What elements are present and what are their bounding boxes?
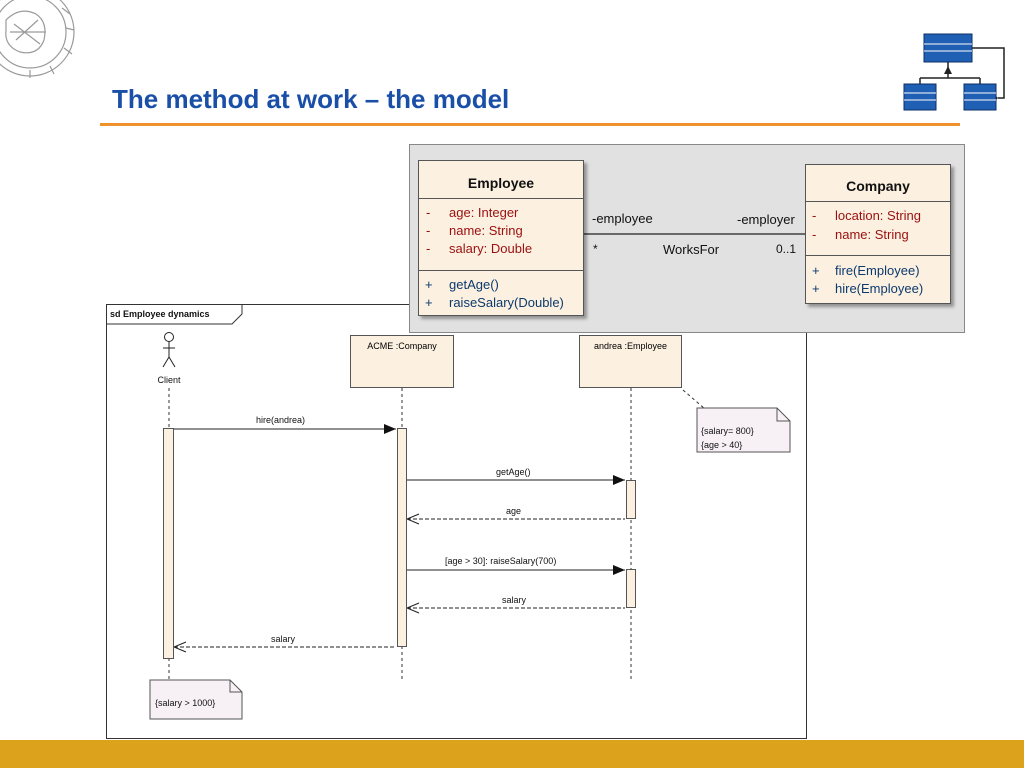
company-operation-visibility: +: [812, 281, 820, 296]
company-attribute: name: String: [835, 227, 909, 242]
salary-return-employee-label: salary: [502, 595, 527, 605]
employee-class-name: Employee: [467, 175, 535, 191]
hire-message-arrowhead: [384, 424, 396, 434]
employee-attribute: name: String: [449, 223, 523, 238]
salary-return-client-label: salary: [271, 634, 296, 644]
employee-note-salary: {salary= 800}: [701, 426, 754, 436]
sequence-diagram-frame: [106, 304, 807, 739]
client-note-shape: [149, 679, 243, 720]
client-actor-icon: [162, 332, 176, 368]
sequence-frame-label: sd Employee dynamics: [110, 309, 210, 319]
client-actor-label: Client: [157, 375, 181, 385]
association-left-multiplicity: *: [593, 242, 598, 256]
company-operation: fire(Employee): [835, 263, 920, 278]
employee-note-age: {age > 40}: [701, 440, 743, 450]
employee-activation-bar-raisesalary: [626, 569, 636, 608]
company-lifeline-head: ACME :Company: [350, 335, 454, 388]
university-seal-logo: [0, 0, 75, 78]
company-activation-bar: [397, 428, 407, 647]
employee-operation-visibility: +: [425, 277, 433, 292]
association-right-role: -employer: [737, 212, 795, 227]
company-class-box: Company - location: String - name: Strin…: [805, 164, 951, 304]
hire-message-label: hire(andrea): [256, 415, 306, 425]
getage-message-label: getAge(): [496, 467, 531, 477]
employee-note-connector: [682, 389, 706, 410]
employee-attribute: age: Integer: [449, 205, 519, 220]
age-return-arrowhead: [405, 513, 420, 525]
company-attribute-visibility: -: [812, 208, 817, 223]
association-left-role: -employee: [592, 211, 653, 226]
title-underline: [100, 123, 960, 126]
footer-bar: [0, 740, 1024, 768]
employee-attribute-visibility: -: [426, 241, 431, 256]
company-class-name: Company: [846, 178, 910, 194]
employee-lifeline-head: andrea :Employee: [579, 335, 682, 388]
class-hierarchy-icon: [903, 33, 1005, 111]
employee-operation: raiseSalary(Double): [449, 295, 564, 310]
getage-message-arrowhead: [613, 475, 625, 485]
client-activation-bar: [163, 428, 174, 659]
age-return-label: age: [506, 506, 522, 516]
employee-operation-visibility: +: [425, 295, 433, 310]
salary-return-employee-arrowhead: [405, 602, 420, 614]
employee-attribute-visibility: -: [426, 223, 431, 238]
employee-attribute-visibility: -: [426, 205, 431, 220]
association-name: WorksFor: [663, 242, 720, 257]
employee-activation-bar-getage: [626, 480, 636, 519]
employee-note-shape: [696, 407, 791, 453]
employee-attribute-separator: [419, 270, 583, 271]
employee-attribute: salary: Double: [449, 241, 533, 256]
client-note-text: {salary > 1000}: [155, 698, 216, 708]
employee-operation: getAge(): [449, 277, 499, 292]
company-name-separator: [806, 201, 950, 202]
company-attribute: location: String: [835, 208, 921, 223]
company-attribute-visibility: -: [812, 227, 817, 242]
employee-name-separator: [419, 198, 583, 199]
raisesalary-message-arrowhead: [613, 565, 625, 575]
employee-class-box: Employee - age: Integer - name: String -…: [418, 160, 584, 316]
slide-title: The method at work – the model: [112, 84, 510, 114]
company-operation-visibility: +: [812, 263, 820, 278]
raisesalary-message-label: [age > 30]: raiseSalary(700): [445, 556, 557, 566]
association-right-multiplicity: 0..1: [776, 242, 797, 256]
salary-return-client-arrowhead: [172, 641, 187, 653]
company-operation: hire(Employee): [835, 281, 924, 296]
company-attribute-separator: [806, 255, 950, 256]
